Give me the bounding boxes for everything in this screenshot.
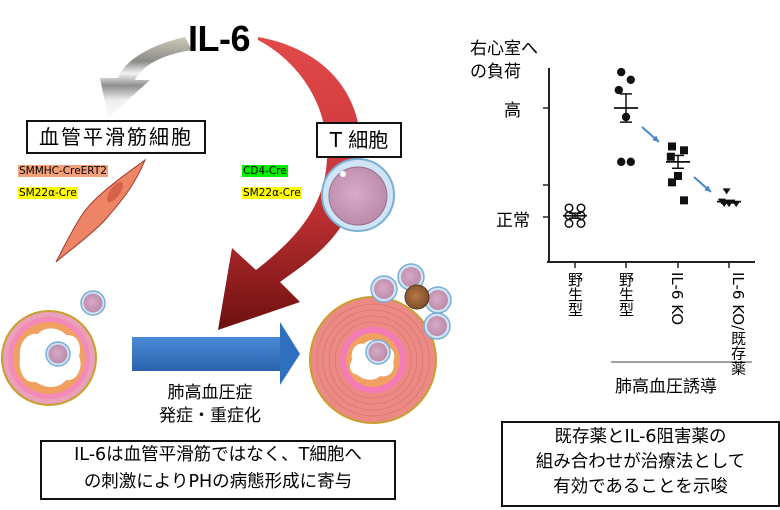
x-tick-label-wt: 野生型	[566, 272, 584, 317]
data-point	[564, 203, 574, 213]
y-tick-label-normal: 正常	[496, 211, 530, 231]
data-point	[576, 218, 586, 228]
data-point	[617, 67, 626, 77]
conclusion-right-line-1: 既存薬とIL-6阻害薬の	[554, 427, 727, 447]
y-axis-label-line-2: の負荷	[470, 62, 521, 82]
conclusion-right-box: 既存薬とIL-6阻害薬の 組み合わせが治療法として 有効であることを示唆	[501, 421, 780, 507]
mouse-line-sm22-tcell: SM22α-Cre	[242, 187, 302, 199]
conclusion-right-line-2: 組み合わせが治療法として	[535, 452, 746, 472]
smooth-muscle-mouse-lines: SMMHC-CreERT2 SM22α-Cre	[18, 159, 108, 200]
x-tick-label-il6ko: IL-6 KO	[668, 272, 686, 326]
normal-vessel-icon	[1, 290, 106, 406]
data-point	[626, 157, 635, 167]
t-cell-icon	[321, 158, 395, 232]
smooth-muscle-cell-icon	[55, 158, 147, 263]
x-tick-label-il6ko-drug: IL-6 KO/既存薬	[729, 272, 747, 376]
decrease-arrow-1-head	[652, 135, 659, 142]
t-cell-mouse-lines: CD4-Cre SM22α-Cre	[242, 159, 302, 200]
mouse-line-smmhc: SMMHC-CreERT2	[18, 165, 108, 177]
progression-label: 肺高血圧症 発症・重症化	[130, 382, 290, 428]
data-point	[722, 188, 731, 195]
conclusion-right-line-3: 有効であることを示唆	[553, 477, 728, 497]
data-point	[674, 171, 682, 180]
data-point	[668, 142, 676, 151]
conclusion-left-box: IL-6は血管平滑筋ではなく、T細胞へ の刺激によりPHの病態形成に寄与	[40, 440, 396, 500]
conclusion-left-line-1: IL-6は血管平滑筋ではなく、T細胞へ	[74, 445, 362, 465]
conclusion-left-line-2: の刺激によりPHの病態形成に寄与	[83, 472, 353, 492]
data-point	[666, 152, 675, 161]
progression-label-line-2: 発症・重症化	[159, 406, 261, 426]
t-cell-label: T 細胞	[316, 122, 402, 158]
il6-label: IL-6	[188, 18, 251, 59]
progression-arrow	[132, 322, 300, 385]
progression-label-line-1: 肺高血圧症	[167, 383, 253, 403]
red-curved-arrow	[218, 37, 362, 330]
y-tick-label-high: 高	[504, 101, 521, 121]
y-axis-label: 右心室へ の負荷	[470, 38, 538, 84]
data-point	[668, 178, 676, 187]
decrease-arrow-2-head	[704, 185, 711, 192]
smooth-muscle-cell-label: 血管平滑筋細胞	[26, 120, 206, 154]
remodeled-vessel-icon	[309, 263, 452, 424]
x-tick-label-wt-ph: 野生型	[617, 272, 635, 317]
data-point	[680, 146, 688, 155]
gray-curved-arrow	[100, 37, 192, 118]
y-axis-label-line-1: 右心室へ	[470, 39, 538, 59]
data-point	[564, 218, 574, 228]
data-point	[680, 196, 688, 205]
data-point	[576, 203, 586, 213]
group-bracket-label: 肺高血圧誘導	[615, 377, 717, 397]
data-point	[626, 75, 635, 84]
mouse-line-sm22-smc: SM22α-Cre	[18, 187, 78, 199]
mouse-line-cd4: CD4-Cre	[242, 165, 288, 177]
data-point	[614, 85, 623, 95]
data-point	[617, 157, 626, 167]
